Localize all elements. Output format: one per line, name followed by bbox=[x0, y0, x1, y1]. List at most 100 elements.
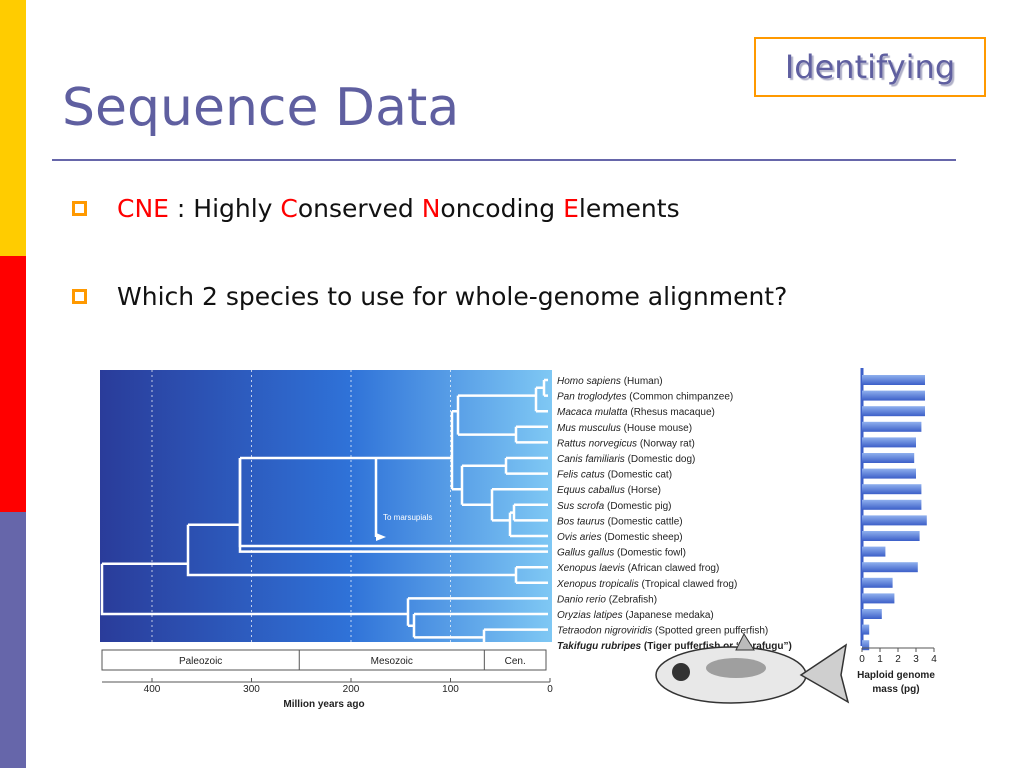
species-label: Danio rerio (Zebrafish) bbox=[557, 594, 657, 605]
species-common: (Human) bbox=[621, 376, 663, 387]
section-badge-label: Identifying bbox=[784, 48, 956, 86]
species-common: (House mouse) bbox=[621, 423, 692, 434]
cne-word-conserved: onserved bbox=[297, 194, 422, 223]
species-label: Tetraodon nigroviridis (Spotted green pu… bbox=[557, 626, 768, 637]
species-common: (Domestic cat) bbox=[605, 470, 672, 481]
genome-bar bbox=[862, 406, 925, 417]
phylogeny-figure: To marsupials Homo sapiens (Human) Pan tr… bbox=[100, 368, 937, 710]
tree-branch bbox=[534, 386, 548, 413]
species-label: Macaca mulatta (Rhesus macaque) bbox=[557, 407, 715, 418]
genome-tick-label: 0 bbox=[859, 654, 865, 665]
species-label: Gallus gallus (Domestic fowl) bbox=[557, 548, 686, 559]
time-tick-label: 100 bbox=[442, 684, 459, 695]
time-tick-label: 300 bbox=[243, 684, 260, 695]
species-latin: Macaca mulatta bbox=[557, 407, 628, 418]
species-common: (Zebrafish) bbox=[606, 594, 657, 605]
genome-bar bbox=[862, 531, 920, 541]
species-label: Bos taurus (Domestic cattle) bbox=[557, 516, 683, 527]
era-bar bbox=[101, 649, 547, 671]
genome-bar bbox=[862, 515, 927, 526]
genome-bar bbox=[862, 484, 922, 495]
cne-letter-c: C bbox=[280, 194, 298, 223]
bullet-square-icon bbox=[72, 201, 87, 216]
species-latin: Bos taurus bbox=[557, 516, 605, 527]
era-label: Paleozoic bbox=[179, 656, 222, 667]
genome-bar bbox=[862, 437, 916, 448]
species-label: Takifugu rubripes (Tiger pufferfish or “… bbox=[557, 641, 792, 652]
pufferfish-fin-icon bbox=[735, 632, 755, 651]
species-latin: Equus caballus bbox=[557, 485, 625, 496]
species-common: (Domestic fowl) bbox=[614, 548, 686, 559]
tree-branch bbox=[514, 565, 548, 585]
species-label: Xenopus laevis (African clawed frog) bbox=[556, 563, 719, 574]
cne-word-elements: lements bbox=[578, 194, 680, 223]
tree-branch bbox=[186, 523, 516, 577]
genome-bar bbox=[862, 453, 915, 463]
era-label: Cen. bbox=[505, 656, 526, 667]
species-latin: Xenopus laevis bbox=[556, 563, 625, 574]
bullet-species-question: Which 2 species to use for whole-genome … bbox=[72, 282, 787, 311]
species-label: Homo sapiens (Human) bbox=[557, 376, 663, 387]
genome-bar bbox=[862, 624, 870, 635]
species-label: Pan troglodytes (Common chimpanzee) bbox=[557, 392, 733, 403]
pufferfish-tail-icon bbox=[799, 643, 850, 704]
time-tick-label: 0 bbox=[547, 684, 553, 695]
genome-bar bbox=[862, 640, 870, 651]
cne-letter-e: E bbox=[563, 194, 579, 223]
species-label: Mus musculus (House mouse) bbox=[557, 423, 692, 434]
tree-branch bbox=[412, 612, 548, 639]
genome-bar bbox=[862, 546, 886, 557]
tree-branch bbox=[456, 394, 536, 436]
marsupial-branch: To marsupials bbox=[383, 513, 432, 522]
bullet-cne-text: CNE : Highly Conserved Noncoding Element… bbox=[117, 194, 680, 223]
marsupial-arrow-icon bbox=[376, 533, 386, 541]
species-label: Rattus norvegicus (Norway rat) bbox=[557, 438, 695, 449]
species-label: Canis familiaris (Domestic dog) bbox=[557, 454, 695, 465]
species-label: Felis catus (Domestic cat) bbox=[557, 470, 672, 481]
species-common: (Norway rat) bbox=[637, 438, 695, 449]
cne-term: CNE bbox=[117, 194, 169, 223]
species-latin: Tetraodon nigroviridis bbox=[557, 626, 652, 637]
genome-tick-label: 1 bbox=[877, 654, 883, 665]
species-latin: Gallus gallus bbox=[557, 548, 614, 559]
species-common: (Domestic pig) bbox=[604, 501, 671, 512]
pufferfish-eye-icon bbox=[672, 663, 690, 681]
species-common: (Tiger pufferfish or “Torafugu”) bbox=[641, 641, 792, 652]
title-divider bbox=[52, 159, 956, 161]
species-latin: Rattus norvegicus bbox=[557, 438, 637, 449]
species-label: Oryzias latipes (Japanese medaka) bbox=[557, 610, 714, 621]
marsupial-label: To marsupials bbox=[383, 513, 432, 522]
accent-band-purple bbox=[0, 512, 26, 768]
species-label: Sus scrofa (Domestic pig) bbox=[557, 501, 672, 512]
species-latin: Canis familiaris bbox=[557, 454, 625, 465]
cne-sep: : Highly bbox=[168, 194, 281, 223]
species-latin: Takifugu rubripes bbox=[557, 641, 642, 652]
time-tick-label: 200 bbox=[343, 684, 360, 695]
phylogenetic-tree bbox=[100, 378, 548, 647]
genome-bar bbox=[862, 593, 895, 604]
species-list: Homo sapiens (Human) Pan troglodytes (Com… bbox=[556, 376, 792, 652]
species-common: (Japanese medaka) bbox=[623, 610, 714, 621]
species-latin: Ovis aries bbox=[557, 532, 601, 543]
slide-title: Sequence Data bbox=[62, 78, 460, 138]
species-label: Ovis aries (Domestic sheep) bbox=[557, 532, 683, 543]
cne-word-noncoding: oncoding bbox=[440, 194, 564, 223]
bullet-cne: CNE : Highly Conserved Noncoding Element… bbox=[72, 194, 680, 223]
species-common: (Rhesus macaque) bbox=[628, 407, 715, 418]
genome-bar bbox=[862, 375, 925, 385]
species-latin: Oryzias latipes bbox=[557, 610, 623, 621]
tree-branch bbox=[450, 409, 462, 491]
genome-bar bbox=[862, 609, 882, 619]
species-common: (Tropical clawed frog) bbox=[639, 579, 738, 590]
section-badge: Identifying bbox=[754, 37, 986, 97]
tree-branch bbox=[482, 628, 548, 647]
cne-letter-n: N bbox=[421, 194, 441, 223]
species-common: (Domestic dog) bbox=[625, 454, 696, 465]
species-latin: Mus musculus bbox=[557, 423, 621, 434]
species-common: (Horse) bbox=[625, 485, 661, 496]
time-axis-label: Million years ago bbox=[283, 699, 364, 710]
genome-tick-label: 4 bbox=[931, 654, 937, 665]
genome-axis-unit: mass (pg) bbox=[872, 684, 919, 695]
genome-axis-label: Haploid genome bbox=[857, 670, 935, 681]
